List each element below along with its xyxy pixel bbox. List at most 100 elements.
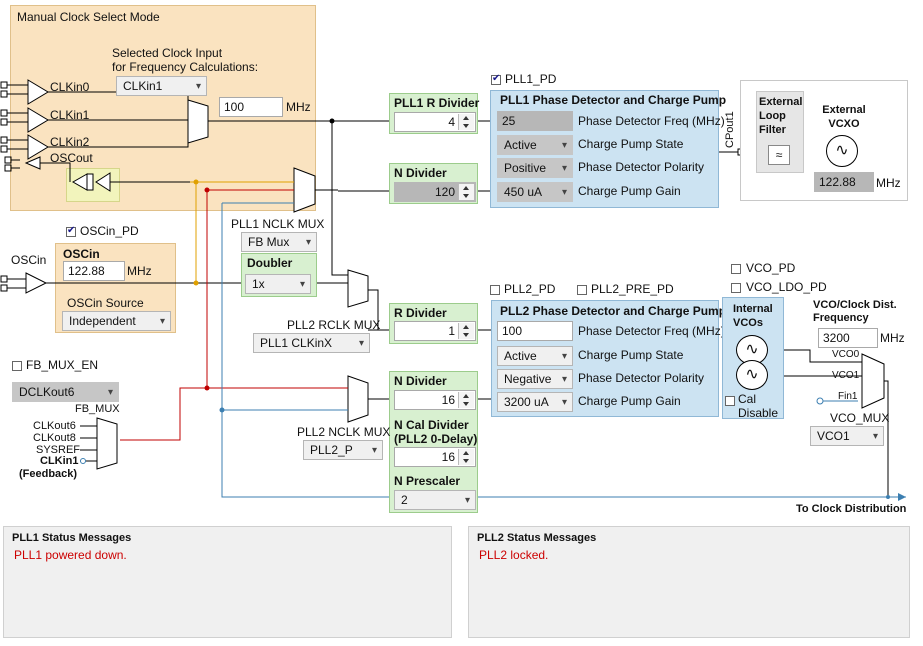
pll2-rclk-mux-value: PLL1 CLKinX — [260, 336, 333, 350]
pll1-cp-state-select[interactable]: Active ▾ — [497, 135, 573, 155]
spinner-icon[interactable] — [458, 323, 474, 339]
vco0-input-label: VCO0 — [832, 349, 860, 360]
pll1-nclk-mux-label: PLL1 NCLK MUX — [231, 217, 325, 231]
doubler-select[interactable]: 1x ▾ — [245, 274, 311, 294]
pll2-rclk-mux-label: PLL2 RCLK MUX — [287, 318, 381, 332]
vco1-oscillator-icon: ∿ — [736, 360, 768, 390]
pll2-pd-polarity-value: Negative — [504, 372, 552, 386]
vcxo-title: External VCXO — [822, 104, 866, 130]
clkin0-label: CLKin0 — [50, 80, 90, 94]
vco-mux-value: VCO1 — [817, 429, 850, 443]
pll1-cp-state-value: Active — [504, 138, 537, 152]
pll2-r-divider-input[interactable]: 1 — [394, 321, 476, 341]
chevron-down-icon: ▾ — [561, 187, 567, 198]
fb-input-sysref: SYSREF — [36, 444, 81, 456]
vco-pd-checkbox[interactable] — [731, 264, 741, 274]
pll1-pd-polarity-select[interactable]: Positive▾ — [497, 158, 573, 178]
clkin-freq-input[interactable]: 100 — [219, 97, 283, 117]
fb-mux-value: DCLKout6 — [19, 385, 75, 399]
pll2-pd-polarity-label: Phase Detector Polarity — [578, 371, 705, 385]
spinner-icon[interactable] — [458, 184, 474, 200]
vco-ldo-pd-checkbox[interactable] — [731, 283, 741, 293]
pll1-status-title: PLL1 Status Messages — [12, 532, 132, 544]
chevron-down-icon: ▾ — [561, 397, 567, 408]
cpout1-label: CPout1 — [724, 111, 736, 148]
vco-mux-label: VCO_MUX — [830, 411, 890, 425]
ncal-value: 16 — [441, 450, 455, 464]
oscin-source-label: OSCin Source — [67, 296, 144, 310]
selected-clock-value: CLKin1 — [123, 79, 163, 93]
pll1-cp-gain-select[interactable]: 450 uA▾ — [497, 182, 573, 202]
pll1-n-divider-input[interactable]: 120 — [394, 182, 476, 202]
pll1-cp-gain-label: Charge Pump Gain — [578, 184, 681, 198]
pll2-n-divider-input[interactable]: 16 — [394, 390, 476, 410]
pll2-rclk-mux-select[interactable]: PLL1 CLKinX ▾ — [253, 333, 370, 353]
vcxo-oscillator-icon: ∿ — [826, 135, 858, 167]
pll2-cp-state-select[interactable]: Active▾ — [497, 346, 573, 366]
pll2-pd-freq-value: 100 — [497, 321, 573, 341]
fb-input-clkout8: CLKout8 — [33, 432, 76, 444]
filter-icon: ≈ — [768, 145, 790, 165]
cal-disable-checkbox[interactable] — [725, 396, 735, 406]
vcxo-freq-unit: MHz — [876, 176, 901, 190]
ncal-title-1: N Cal Divider — [394, 418, 469, 432]
pll2-pd-checkbox[interactable] — [490, 285, 500, 295]
doubler-title: Doubler — [247, 256, 293, 270]
chevron-down-icon: ▾ — [561, 140, 567, 151]
pll1-pd-label: PLL1_PD — [505, 72, 557, 86]
fb-mux-en-checkbox[interactable] — [12, 361, 22, 371]
oscin-freq-unit: MHz — [127, 264, 152, 278]
vco-pd-label: VCO_PD — [746, 261, 796, 275]
manual-clock-title: Manual Clock Select Mode — [17, 10, 160, 24]
prescaler-title: N Prescaler — [394, 474, 461, 488]
pll2-pd-polarity-select[interactable]: Negative▾ — [497, 369, 573, 389]
chevron-down-icon: ▾ — [107, 387, 113, 398]
pll1-pd-checkbox[interactable] — [491, 73, 501, 85]
pll2-status-title: PLL2 Status Messages — [477, 532, 597, 544]
pll2-status-message: PLL2 locked. — [479, 548, 549, 562]
pll1-status-panel: PLL1 Status Messages PLL1 powered down. — [3, 526, 452, 638]
fb-mux-select[interactable]: DCLKout6 ▾ — [12, 382, 119, 402]
oscin-source-select[interactable]: Independent ▾ — [62, 311, 171, 331]
spinner-icon[interactable] — [458, 449, 474, 465]
oscin-pin-label: OSCin — [11, 253, 47, 267]
selected-clock-select[interactable]: CLKin1 ▾ — [116, 76, 207, 96]
chevron-down-icon: ▾ — [464, 495, 470, 506]
pll2-pre-pd-checkbox[interactable] — [577, 285, 587, 295]
pll1-r-divider-title: PLL1 R Divider — [394, 96, 480, 110]
pll1-pd-freq-value: 25 — [497, 111, 573, 131]
pll2-n-divider-value: 16 — [441, 393, 455, 407]
cal-disable-label: Cal Disable — [738, 392, 779, 420]
pll2-r-divider-title: R Divider — [394, 306, 447, 320]
chevron-down-icon: ▾ — [305, 237, 311, 248]
pll1-pd-polarity-label: Phase Detector Polarity — [578, 160, 705, 174]
fb-input-clkout6: CLKout6 — [33, 420, 76, 432]
pll1-cp-state-label: Charge Pump State — [578, 137, 684, 151]
chevron-down-icon: ▾ — [299, 279, 305, 290]
pll2-cp-gain-label: Charge Pump Gain — [578, 394, 681, 408]
pll2-nclk-mux-select[interactable]: PLL2_P ▾ — [303, 440, 383, 460]
ncal-input[interactable]: 16 — [394, 447, 476, 467]
dist-freq-title-1: VCO/Clock Dist. — [813, 299, 897, 311]
pll1-nclk-mux-select[interactable]: FB Mux ▾ — [241, 232, 317, 252]
fb-mux-en-label: FB_MUX_EN — [26, 358, 99, 372]
to-clock-distribution-label: To Clock Distribution — [796, 503, 907, 515]
spinner-icon[interactable] — [458, 392, 474, 408]
pll2-cp-gain-select[interactable]: 3200 uA▾ — [497, 392, 573, 412]
clkin1-label: CLKin1 — [50, 108, 90, 122]
spinner-icon[interactable] — [458, 114, 474, 130]
selected-clock-label-2: for Frequency Calculations: — [112, 60, 259, 74]
prescaler-select[interactable]: 2 ▾ — [394, 490, 476, 510]
prescaler-value: 2 — [401, 493, 408, 507]
oscin-freq-input[interactable]: 122.88 — [63, 261, 125, 281]
fb-input-clkin1: CLKin1 — [40, 455, 79, 467]
oscin-pd-checkbox[interactable] — [66, 225, 76, 237]
dist-freq-unit: MHz — [880, 331, 905, 345]
vco-mux-select[interactable]: VCO1 ▾ — [810, 426, 884, 446]
pll1-r-divider-input[interactable]: 4 — [394, 112, 476, 132]
pll1-status-message: PLL1 powered down. — [14, 548, 127, 562]
internal-vco-title: Internal VCOs — [733, 303, 773, 329]
oscin-pd-label: OSCin_PD — [80, 224, 139, 238]
chevron-down-icon: ▾ — [561, 351, 567, 362]
pll2-pre-pd-label: PLL2_PRE_PD — [591, 282, 674, 296]
